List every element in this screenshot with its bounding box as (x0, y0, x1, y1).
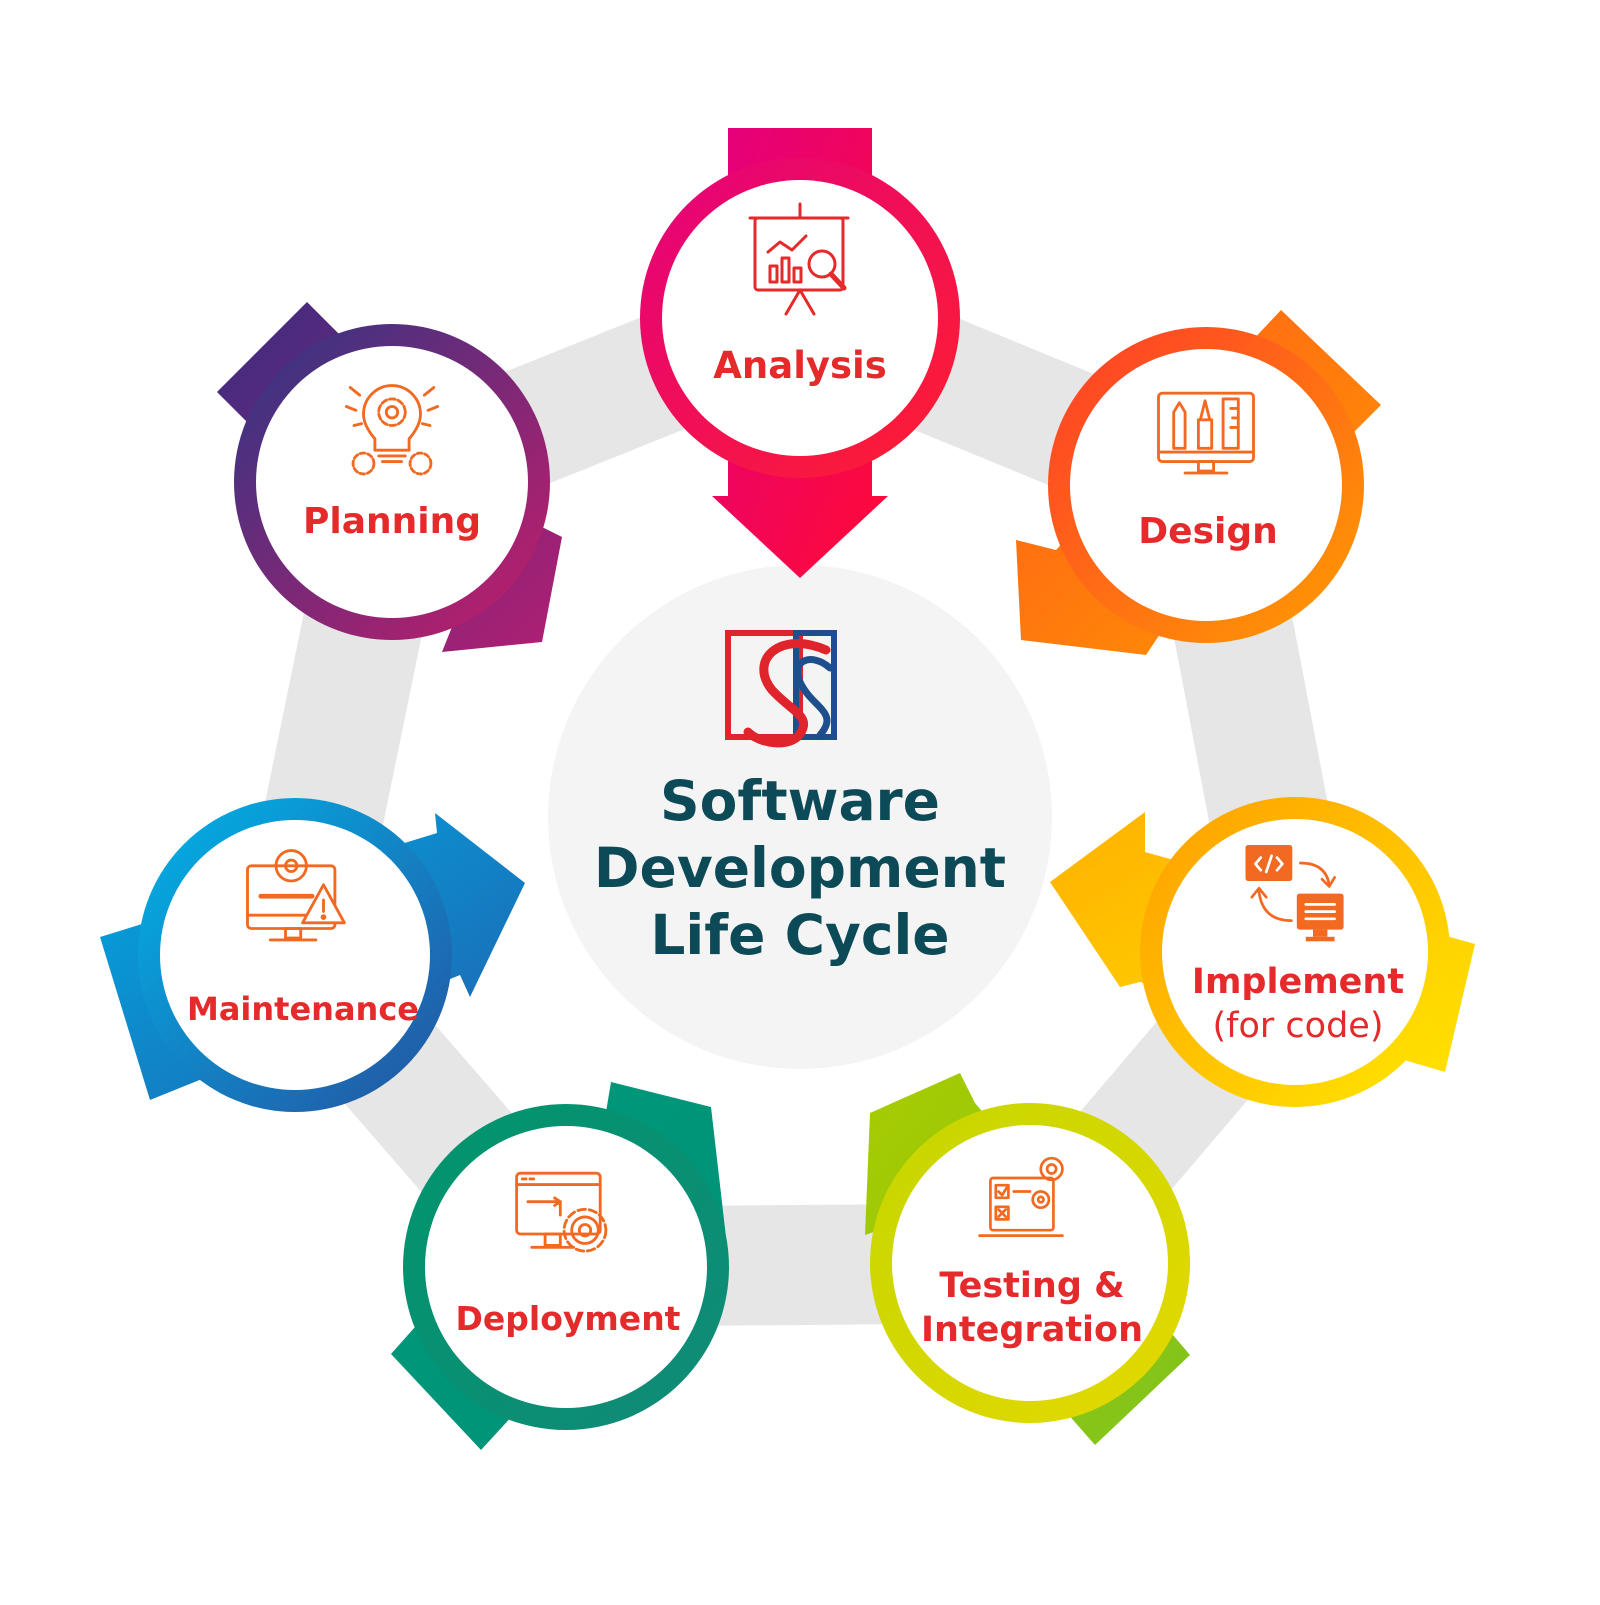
phase-node-planning: Planning (234, 324, 550, 640)
center-title-line-1: Software (660, 769, 940, 833)
center-title-line-2: Development (594, 836, 1006, 900)
lightbulb-gears-icon (344, 384, 440, 476)
phase-label-maintenance: Maintenance (187, 990, 419, 1028)
phase-node-deployment: Deployment (403, 1104, 729, 1430)
phase-label-deployment: Deployment (456, 1299, 681, 1338)
phase-node-implement: Implement(for code) (1140, 797, 1450, 1107)
monitor-design-tools-icon (1157, 391, 1255, 475)
monitor-gear-icon (515, 1171, 608, 1253)
phase-label-planning: Planning (303, 501, 481, 542)
phase-label-implement-line-2: (for code) (1213, 1006, 1384, 1046)
company-logo (725, 630, 837, 748)
phase-label-testing-line-2: Integration (921, 1310, 1143, 1350)
phase-node-testing: Testing &Integration (870, 1103, 1190, 1423)
phase-label-testing-line-1: Testing & (939, 1266, 1124, 1306)
phase-node-design: Design (1048, 327, 1364, 643)
center-hub (548, 565, 1052, 1069)
phase-node-maintenance: Maintenance (138, 798, 452, 1112)
phase-node-analysis: Analysis (640, 158, 960, 478)
phase-label-design: Design (1138, 511, 1277, 552)
checklist-gears-icon (978, 1156, 1064, 1237)
code-sync-icon (1245, 845, 1344, 942)
presentation-chart-search-icon (748, 202, 850, 316)
monitor-wrench-warning-icon (246, 849, 346, 942)
phase-label-analysis: Analysis (713, 344, 886, 387)
center-title-line-3: Life Cycle (650, 903, 949, 967)
phase-label-implement-line-1: Implement (1192, 962, 1404, 1002)
